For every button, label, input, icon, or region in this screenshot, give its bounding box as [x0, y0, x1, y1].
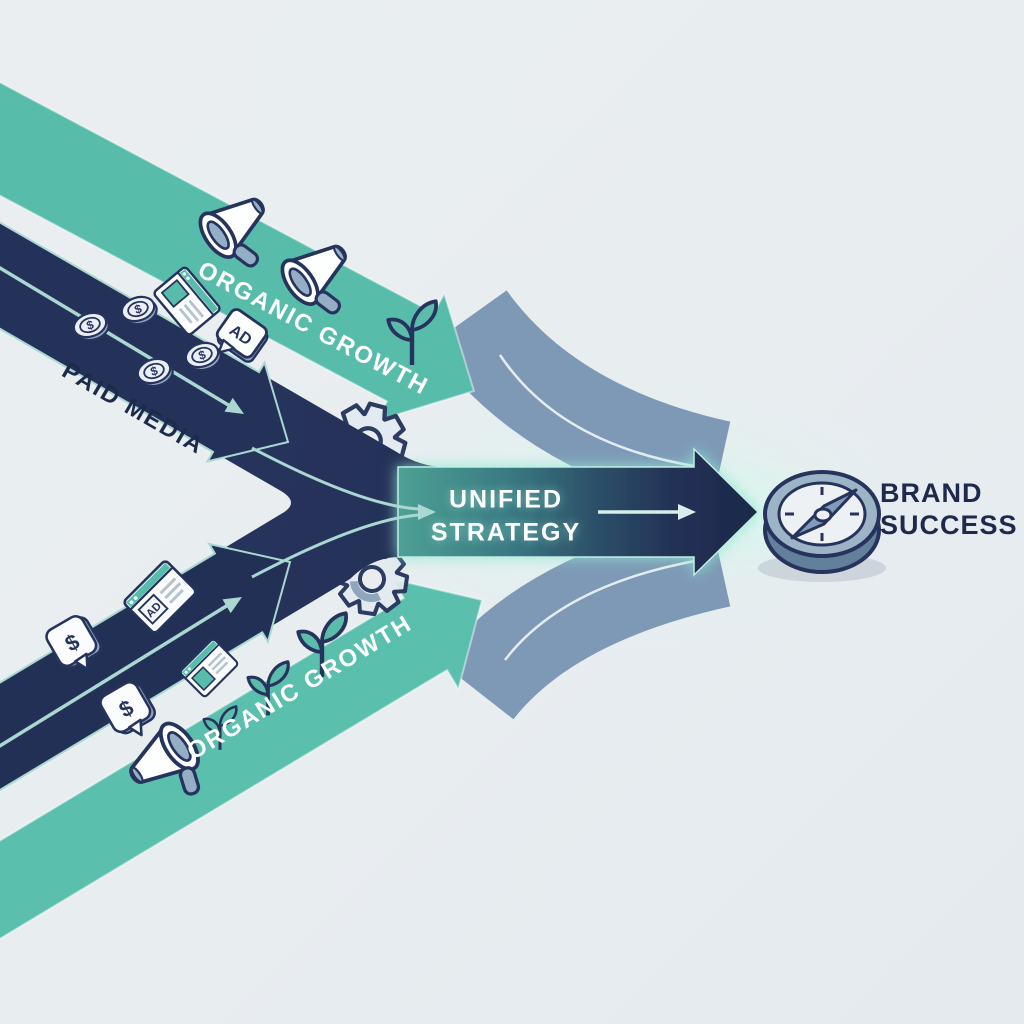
paid-media-bottom-arrow	[0, 542, 292, 1024]
unified-strategy-line1: UNIFIED	[448, 485, 563, 514]
unified-strategy-arrow	[397, 447, 760, 577]
unified-strategy-line2: STRATEGY	[430, 518, 582, 546]
merge-band-bottom	[438, 513, 731, 721]
paid-media-top-arrow	[0, 0, 290, 463]
merge-band-top	[429, 289, 731, 515]
unified-strategy-label: UNIFIED STRATEGY	[431, 484, 581, 549]
brand-success-line2: SUCCESS	[880, 510, 1018, 541]
flow-lines	[0, 265, 696, 748]
brand-success-label: BRAND SUCCESS	[880, 477, 1018, 542]
compass-icon	[758, 470, 886, 582]
brand-success-line1: BRAND	[880, 478, 983, 508]
